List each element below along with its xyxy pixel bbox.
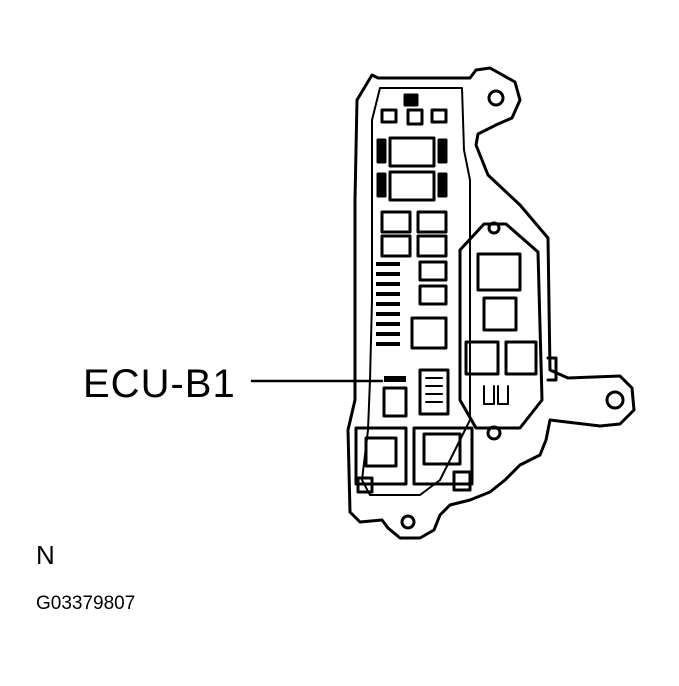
mounting-hole-top [487,89,505,107]
figure-id: G03379807 [36,593,136,614]
fuse-cell [380,234,412,258]
fuse-slot [376,172,387,198]
relay [482,296,518,332]
housing-inner-outline [361,87,471,496]
fuse-cell [452,470,472,492]
fuse-cell [406,108,424,126]
fuse-cell [403,93,419,107]
ecu-b1-fuse [384,376,406,382]
fuse-cell [356,476,374,494]
relay-inner [364,436,398,468]
relay [388,136,436,168]
relay [464,340,500,376]
relay-block-outline [458,222,544,430]
fuse-cell [380,210,412,234]
fuse-cell [416,234,448,258]
relay-inner [422,432,462,466]
callout-label: ECU-B1 [83,362,236,406]
relay [504,340,538,376]
fuse-slot [376,138,387,164]
mini-fuse-strip [376,262,400,346]
block-screw [486,425,502,441]
fuse-cell [418,284,448,306]
fuse-cell [418,368,450,416]
relay [388,170,436,202]
view-letter: N [36,540,55,570]
fuse-slot [437,172,448,198]
relay [354,426,408,486]
block-screw [487,221,501,235]
fuse-comb [425,377,443,403]
fuse-cell [416,210,448,234]
fuse-cell [430,108,448,124]
relay-pins [483,385,509,405]
fuse-cell [380,108,398,124]
right-tab-stub [546,356,558,382]
mounting-hole-right [605,390,625,410]
fuse-cell [418,260,448,282]
fuse-cell [410,316,448,350]
housing-outline [346,66,636,540]
fuse-cell [382,386,408,418]
fuse-slot [437,138,448,164]
relay [476,252,522,292]
mounting-hole-bottom [400,514,416,530]
relay [412,426,474,486]
